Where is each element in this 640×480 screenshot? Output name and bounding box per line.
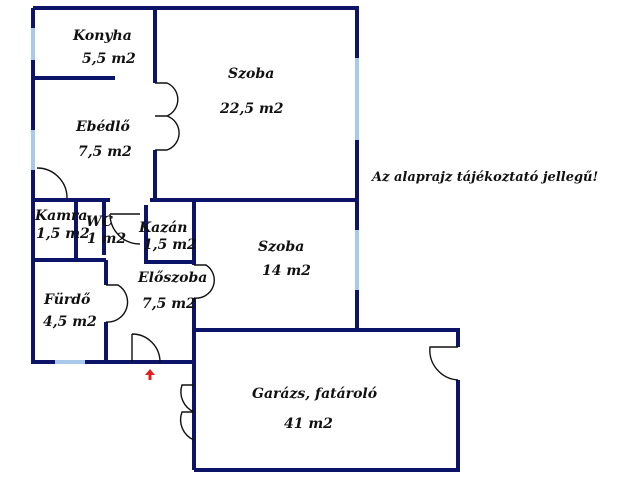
room-area: 1 m2 <box>87 231 126 247</box>
disclaimer-note: Az alaprajz tájékoztató jellegű! <box>370 170 598 185</box>
room-name: Kazán <box>138 220 187 236</box>
room-name: Kamra <box>34 208 88 224</box>
room-area: 5,5 m2 <box>82 51 136 67</box>
room-area: 1,5 m2 <box>36 226 90 242</box>
room-name: Ebédlő <box>75 119 130 135</box>
room-area: 41 m2 <box>284 416 333 432</box>
room-area: 7,5 m2 <box>78 144 132 160</box>
arrow-up-icon <box>145 369 155 380</box>
room-name: WC <box>86 214 113 230</box>
room-area: 7,5 m2 <box>142 296 196 312</box>
room-area: 1,5 m2 <box>143 237 197 253</box>
room-name: Előszoba <box>137 270 207 286</box>
doors <box>36 82 459 441</box>
room-name: Fürdő <box>43 292 91 308</box>
room-area: 14 m2 <box>262 263 311 279</box>
room-name: Szoba <box>258 239 304 255</box>
room-name: Szoba <box>228 66 274 82</box>
walls <box>31 6 460 472</box>
room-name: Konyha <box>72 28 132 44</box>
room-name: Garázs, fatároló <box>252 386 377 402</box>
room-area: 22,5 m2 <box>219 101 284 117</box>
room-area: 4,5 m2 <box>43 314 97 330</box>
windows <box>31 28 359 364</box>
